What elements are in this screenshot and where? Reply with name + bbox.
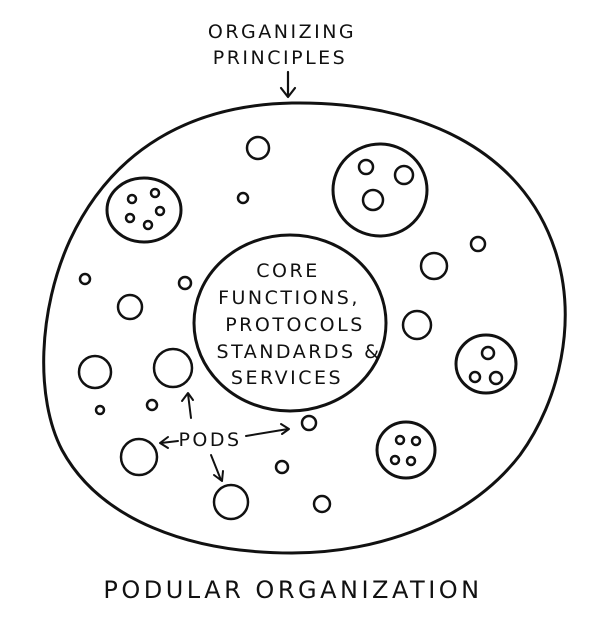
pod [152, 347, 194, 389]
pods-arrow-right [245, 423, 290, 437]
pod [300, 414, 318, 432]
pod [116, 293, 144, 321]
core-text-line5: SERVICES [231, 367, 343, 389]
pod-cluster-top-left [105, 176, 183, 244]
organizing-label-line1: ORGANIZING [208, 21, 356, 43]
pod [236, 191, 250, 205]
pod [469, 235, 487, 253]
core-text-line3: PROTOCOLS [225, 314, 365, 336]
core-circle [192, 233, 388, 413]
organizing-label-line2: PRINCIPLES [213, 47, 347, 69]
pod [145, 398, 159, 412]
pod [94, 404, 106, 416]
pod [77, 354, 113, 390]
diagram-caption: PODULAR ORGANIZATION [103, 576, 482, 604]
pod [177, 275, 193, 291]
pod-cluster-bottom-right [375, 420, 437, 480]
pod [119, 437, 159, 477]
pods-arrow-left [159, 436, 179, 449]
core-text-line1: CORE [256, 260, 319, 282]
pod [401, 309, 433, 341]
principles-arrow [279, 70, 297, 99]
pod [312, 494, 332, 514]
pods-arrow-down [210, 454, 224, 482]
core-text-line4: STANDARDS & [217, 341, 382, 363]
pod-cluster-top-right [331, 142, 429, 238]
pods-label: PODS [178, 429, 241, 451]
pods-arrow-up [181, 392, 194, 419]
pod [212, 483, 250, 521]
pod [274, 459, 290, 475]
pod [419, 251, 449, 281]
pod-cluster-right [454, 333, 518, 395]
core-text-line2: FUNCTIONS, [218, 287, 360, 309]
organization-boundary [42, 101, 567, 555]
pod [78, 272, 92, 286]
pod [245, 135, 271, 161]
